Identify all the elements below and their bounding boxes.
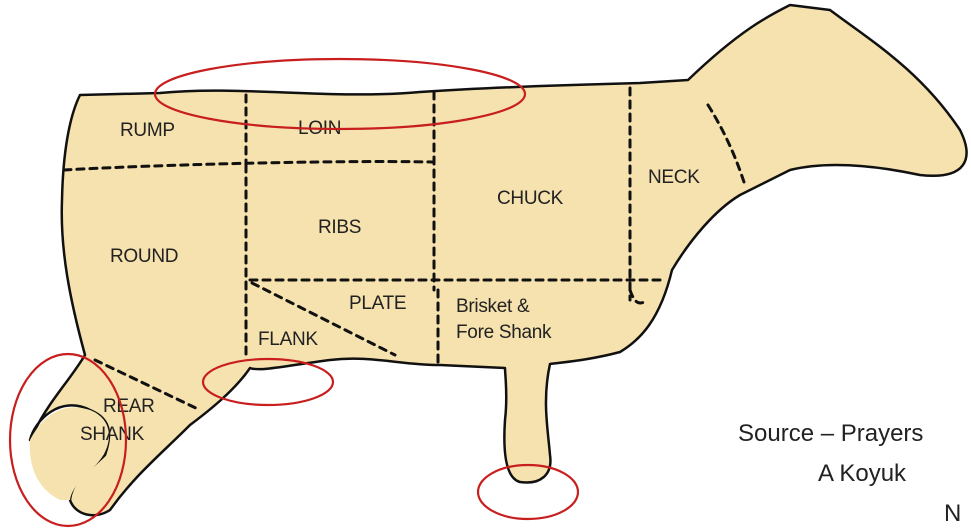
cut-label-rear-shank-line2: SHANK	[80, 424, 145, 445]
cut-label-brisket-line2: Fore Shank	[456, 322, 552, 343]
cut-label-brisket-line1: Brisket &	[456, 296, 530, 317]
cut-label-plate: PLATE	[349, 293, 406, 314]
cut-label-rump: RUMP	[120, 120, 175, 141]
cut-label-round: ROUND	[110, 246, 178, 267]
source-line-3: N	[944, 500, 961, 528]
cut-label-flank: FLANK	[258, 329, 318, 350]
source-line-2: A Koyuk	[818, 460, 906, 488]
cut-label-rear-shank-line1: REAR	[103, 396, 155, 417]
cut-label-chuck: CHUCK	[497, 188, 564, 209]
cut-label-neck: NECK	[648, 167, 700, 188]
source-line-1: Source – Prayers	[738, 420, 923, 448]
cut-label-ribs: RIBS	[318, 217, 361, 238]
